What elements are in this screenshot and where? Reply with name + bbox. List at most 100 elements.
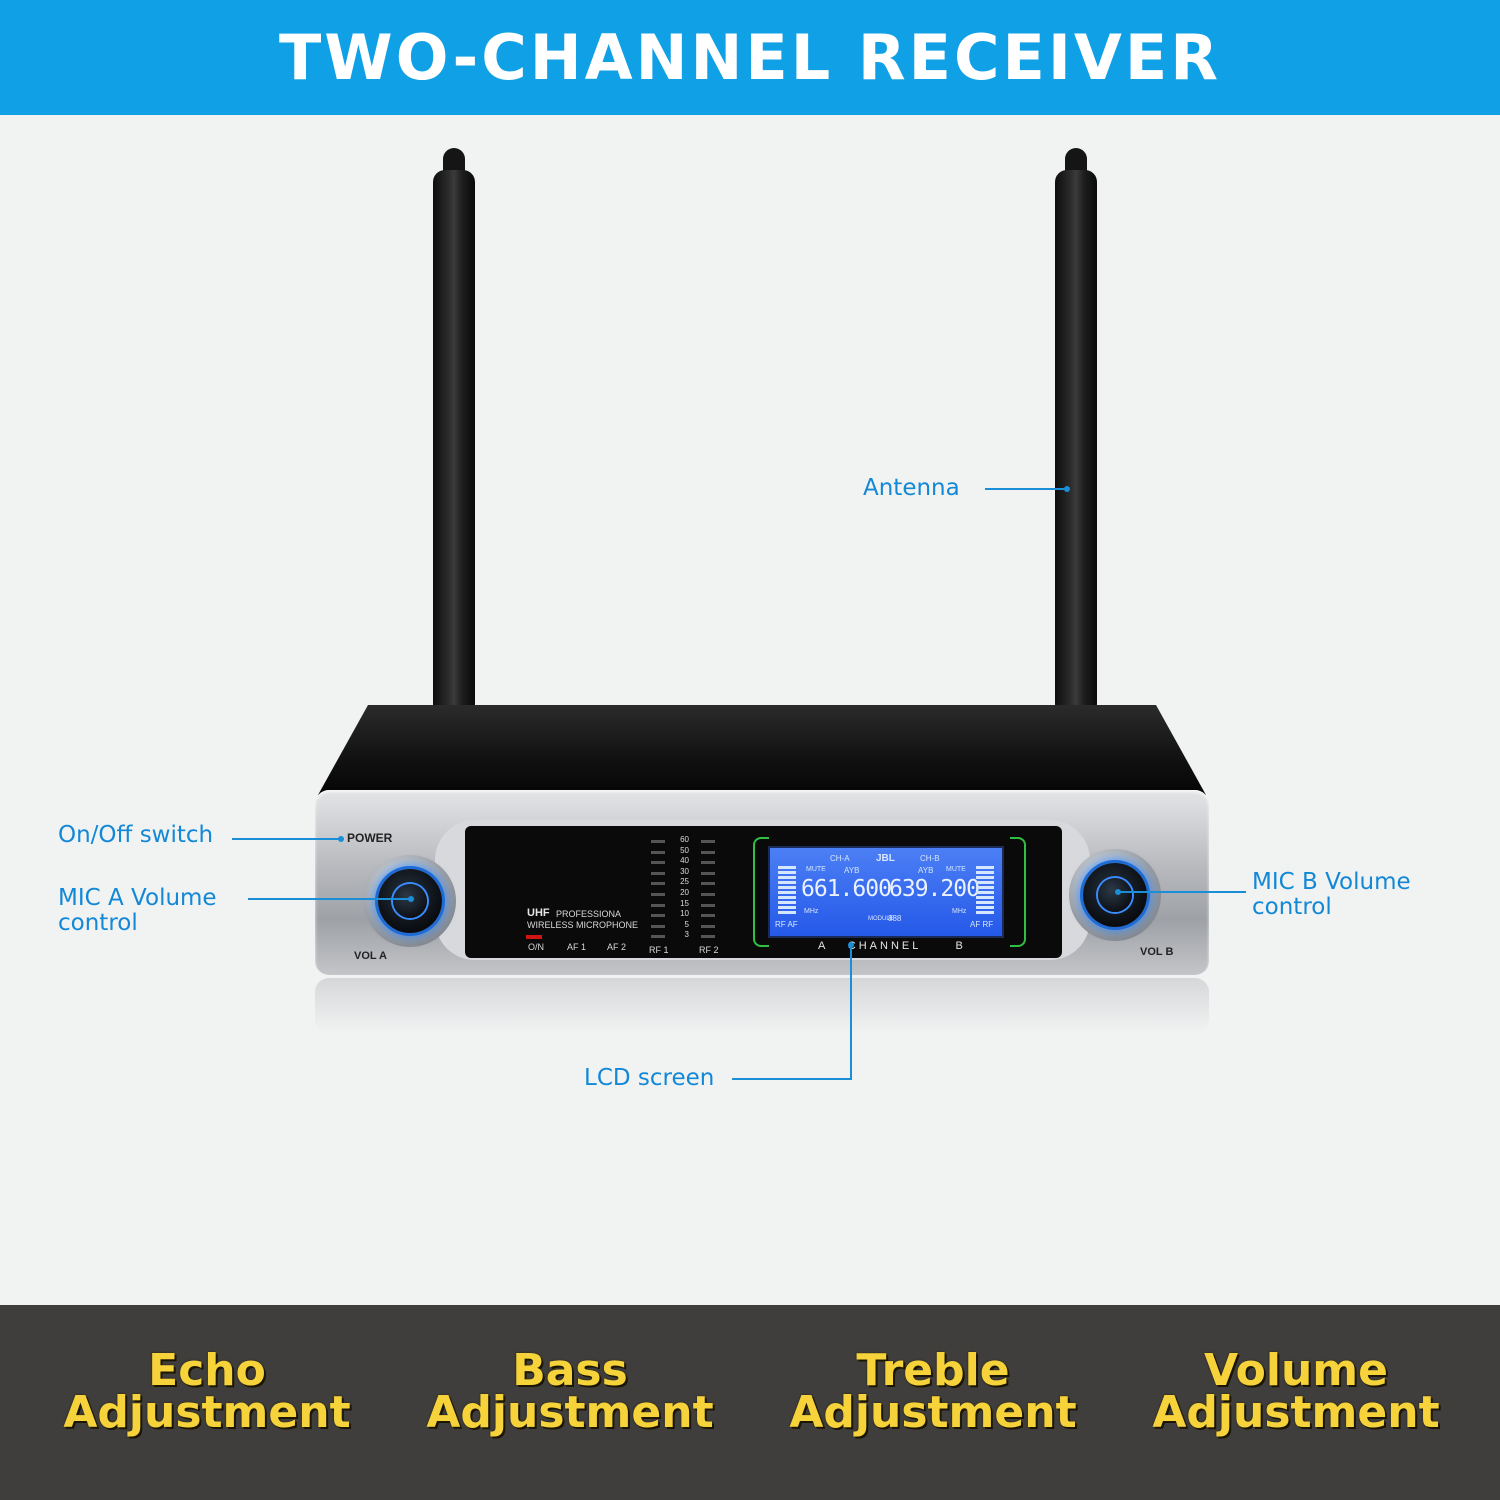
lcd-module-num: 888: [888, 914, 902, 923]
mic-b-callout-line1: MIC B Volume: [1252, 869, 1411, 895]
indicator-rf2: RF 2: [699, 945, 719, 955]
feature-bar: [0, 1305, 1500, 1500]
onoff-callout: On/Off switch: [58, 822, 214, 848]
receiver-top-cover: [318, 705, 1206, 795]
meter-bar-rf1: [651, 903, 665, 907]
lcd-mute-a: MUTE: [806, 866, 826, 873]
lcd-mute-b: MUTE: [946, 866, 966, 873]
meter-bar-rf2: [701, 935, 715, 939]
meter-bar-rf1: [651, 850, 665, 854]
meter-bar-rf1: [651, 871, 665, 875]
lcd-screen: CH-A JBL CH-B MUTE AYB AYB MUTE 661.600 …: [768, 846, 1004, 938]
vol-a-label: VOL A: [354, 950, 388, 962]
meter-bar-rf1: [651, 914, 665, 918]
feature-bass: Bass Adjustment: [400, 1345, 740, 1438]
uhf-brand: UHF: [527, 907, 550, 919]
indicator-af2: AF 2: [607, 942, 627, 952]
meter-scale-label: 15: [680, 898, 689, 908]
lcd-callout-horizontal: [732, 1078, 852, 1080]
lcd-bracket-left: [753, 837, 769, 947]
lcd-module: MODULE: [868, 916, 894, 922]
feature-volume-line1: Volume: [1204, 1345, 1388, 1396]
meter-scale-label: 50: [680, 845, 689, 855]
header-banner: TWO-CHANNEL RECEIVER: [0, 0, 1500, 115]
meter-scale-label: 10: [680, 909, 689, 919]
channel-b-label: B: [955, 940, 966, 952]
feature-bass-line2: Adjustment: [426, 1387, 714, 1438]
indicator-rf1: RF 1: [649, 945, 669, 955]
lcd-callout-vertical: [850, 946, 852, 1080]
meter-bar-rf2: [701, 850, 715, 854]
meter-bar-rf1: [651, 893, 665, 896]
meter-scale-label: 3: [684, 930, 689, 940]
meter-bar-rf2: [701, 861, 715, 865]
power-label: POWER: [347, 831, 393, 845]
mic-b-callout: MIC B Volume control: [1252, 870, 1411, 920]
mic-a-callout-line2: control: [58, 910, 138, 936]
feature-echo: Echo Adjustment: [37, 1345, 377, 1438]
meter-scale-label: 40: [680, 856, 689, 866]
vol-b-label: VOL B: [1140, 946, 1174, 958]
feature-treble-line1: Treble: [856, 1345, 1010, 1396]
meter-bar-rf1: [651, 882, 665, 886]
meter-bar-rf1: [651, 924, 665, 928]
lcd-ch-a: CH-A: [830, 854, 850, 863]
meter-bar-rf1: [651, 840, 665, 843]
receiver-front-panel: [315, 790, 1209, 975]
mic-b-callout-dot: [1115, 889, 1121, 895]
meter-bar-rf2: [701, 840, 715, 843]
lcd-bars-left: [778, 866, 796, 916]
meter-scale-label: 5: [684, 919, 689, 929]
channel-label: A CHANNEL B: [818, 940, 966, 952]
meter-bar-rf2: [701, 924, 715, 928]
lcd-bracket-right: [1010, 837, 1026, 947]
receiver-reflection: [315, 978, 1209, 1033]
lcd-brand: JBL: [876, 853, 895, 864]
feature-volume-line2: Adjustment: [1152, 1387, 1440, 1438]
antenna-callout-line: [985, 488, 1067, 490]
lcd-af-rf-right: AF RF: [970, 920, 994, 929]
feature-echo-line1: Echo: [148, 1345, 266, 1396]
meter-scale-label: 25: [680, 877, 689, 887]
mic-b-knob-center: [1098, 878, 1132, 912]
mic-a-callout-line: [248, 898, 410, 900]
page-title: TWO-CHANNEL RECEIVER: [279, 21, 1221, 94]
left-antenna: [433, 170, 475, 710]
lcd-callout-dot: [848, 942, 854, 948]
right-antenna: [1055, 170, 1097, 710]
lcd-ayb-a: AYB: [844, 866, 860, 875]
lcd-frequency-a: 661.600: [801, 876, 892, 902]
mic-b-callout-line: [1118, 891, 1246, 893]
lcd-mhz-b: MHz: [952, 908, 967, 915]
feature-volume: Volume Adjustment: [1126, 1345, 1466, 1438]
mic-b-callout-line2: control: [1252, 894, 1332, 920]
meter-bar-rf2: [701, 914, 715, 918]
onoff-callout-line: [232, 838, 340, 840]
feature-treble: Treble Adjustment: [763, 1345, 1103, 1438]
lcd-ch-b: CH-B: [920, 854, 940, 863]
lcd-rf-af-left: RF AF: [775, 920, 798, 929]
power-led: [526, 935, 542, 939]
meter-bar-rf2: [701, 871, 715, 875]
meter-bar-rf1: [651, 935, 665, 939]
lcd-bars-right: [976, 866, 994, 916]
uhf-professional: PROFESSIONA: [556, 909, 622, 919]
meter-bar-rf2: [701, 903, 715, 907]
mic-a-callout-dot: [408, 896, 414, 902]
meter-scale-label: 30: [680, 866, 689, 876]
feature-bass-line1: Bass: [512, 1345, 628, 1396]
feature-treble-line2: Adjustment: [789, 1387, 1077, 1438]
feature-echo-line2: Adjustment: [63, 1387, 351, 1438]
onoff-callout-dot: [338, 836, 344, 842]
lcd-mhz-a: MHz: [804, 908, 819, 915]
lcd-callout: LCD screen: [584, 1065, 715, 1091]
meter-bar-rf2: [701, 882, 715, 886]
meter-scale-label: 20: [680, 888, 689, 897]
mic-a-callout-line1: MIC A Volume: [58, 885, 217, 911]
lcd-ayb-b: AYB: [918, 866, 934, 875]
antenna-callout-dot: [1064, 486, 1070, 492]
meter-scale-label: 60: [680, 835, 689, 844]
channel-word: CHANNEL: [847, 940, 922, 952]
meter-bar-rf1: [651, 861, 665, 865]
channel-a-label: A: [818, 940, 828, 952]
